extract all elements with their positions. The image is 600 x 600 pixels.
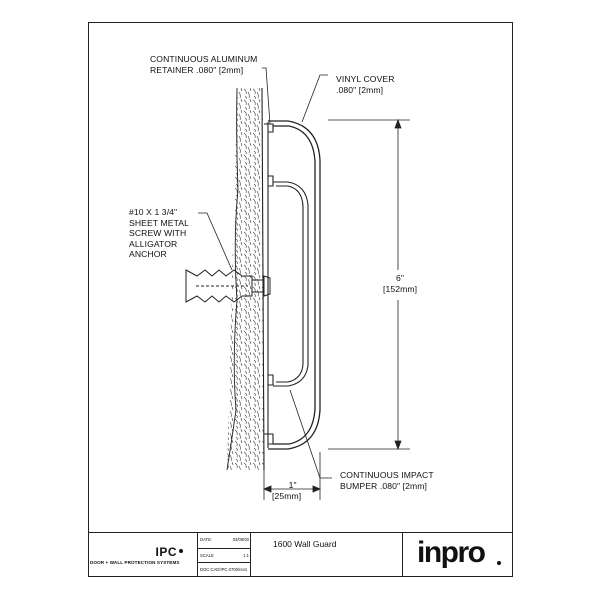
screw-callout: #10 X 1 3/4" SHEET METAL SCREW WITH ALLI… [129, 207, 189, 260]
depth-dimension [262, 452, 322, 500]
wall-section [226, 87, 265, 471]
depth-dimension-inches: 1" [288, 480, 297, 490]
inpro-logo: inpro [417, 536, 486, 569]
ipc-logo-dot [179, 549, 183, 553]
title-block: IPC DOOR + WALL PROTECTION SYSTEMS DATE:… [88, 532, 513, 577]
brand-cell: inpro [403, 533, 513, 577]
cover-callout-line-2: .080" [2mm] [336, 84, 384, 95]
drawing-title: 1600 Wall Guard [273, 539, 337, 549]
screw-callout-line-4: ALLIGATOR [129, 238, 178, 249]
bumper-callout-line-1: CONTINUOUS IMPACT [340, 470, 434, 480]
doc-row: DOC:CAD/IPC.0700/rev1 [198, 562, 251, 577]
ipc-logo-cell: IPC DOOR + WALL PROTECTION SYSTEMS [88, 533, 198, 577]
scale-value: 1:1 [243, 552, 249, 558]
height-dimension-inches: 6" [396, 273, 405, 283]
bumper-callout: CONTINUOUS IMPACT BUMPER .080" [2mm] [340, 470, 434, 491]
meta-cell: DATE: 03/09/00 SCALE 1:1 DOC:CAD/IPC.070… [198, 533, 251, 577]
screw-callout-line-3: SCREW WITH [129, 228, 187, 238]
height-dimension-mm: [152mm] [383, 283, 418, 294]
retainer-callout: CONTINUOUS ALUMINUM RETAINER .080" [2mm] [150, 54, 257, 75]
date-value: 03/09/00 [232, 537, 249, 542]
screw-callout-line-1: #10 X 1 3/4" [129, 207, 178, 217]
scale-row: SCALE 1:1 [198, 547, 251, 563]
impact-bumper [273, 181, 309, 387]
vinyl-cover [268, 120, 321, 450]
date-row: DATE: 03/09/00 [198, 533, 251, 548]
ipc-tagline: DOOR + WALL PROTECTION SYSTEMS [90, 560, 180, 565]
depth-dimension-mm: [25mm] [272, 490, 302, 501]
scale-label: SCALE [200, 552, 214, 558]
date-label: DATE: [200, 537, 213, 542]
title-cell: 1600 Wall Guard [251, 533, 403, 577]
cover-callout: VINYL COVER .080" [2mm] [336, 74, 395, 95]
cover-callout-line-1: VINYL COVER [336, 74, 395, 84]
screw-anchor [185, 269, 271, 303]
ipc-logo: IPC [155, 545, 177, 559]
aluminum-retainer [264, 122, 274, 448]
depth-dimension-label: 1" [25mm] [272, 480, 301, 501]
retainer-callout-line-2: RETAINER .080" [2mm] [150, 64, 244, 75]
screw-callout-line-5: ANCHOR [129, 249, 167, 259]
leader-lines [198, 67, 332, 479]
retainer-callout-line-1: CONTINUOUS ALUMINUM [150, 54, 258, 64]
drawing-sheet [88, 22, 513, 577]
doc-id: DOC:CAD/IPC.0700/rev1 [200, 567, 248, 572]
inpro-logo-dot [497, 561, 501, 565]
screw-callout-line-2: SHEET METAL [129, 217, 189, 228]
bumper-callout-line-2: BUMPER .080" [2mm] [340, 480, 427, 491]
height-dimension-label: 6" [152mm] [383, 273, 417, 294]
height-dimension [328, 118, 410, 451]
